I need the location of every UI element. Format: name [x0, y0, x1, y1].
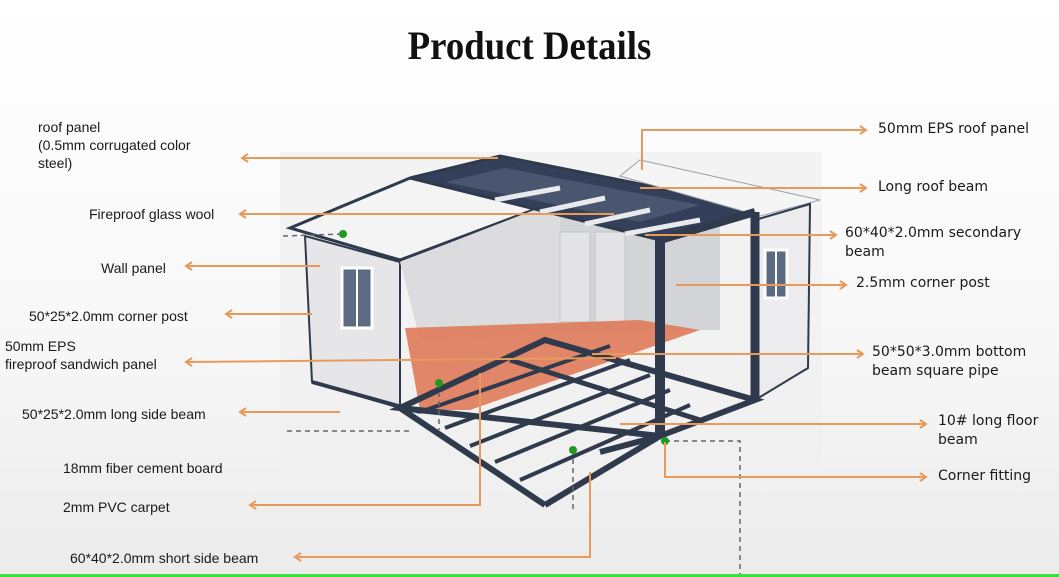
label-eps-roof-panel: 50mm EPS roof panel	[878, 121, 1029, 137]
label-long-roof-beam: Long roof beam	[878, 179, 989, 195]
label-short-side-beam: 60*40*2.0mm short side beam	[70, 550, 259, 566]
label-line: (0.5mm corrugated color	[38, 137, 191, 153]
label-line: 60*40*2.0mm secondary	[845, 225, 1022, 241]
page-title: Product Details	[407, 23, 652, 68]
label-fireproof-glass-wool: Fireproof glass wool	[89, 206, 215, 222]
label-line: 50mm EPS	[5, 338, 76, 354]
label-eps-sandwich-panel: 50mm EPS fireproof sandwich panel	[5, 337, 157, 373]
label-line: 10# long floor	[938, 413, 1039, 429]
label-bottom-beam: 50*50*3.0mm bottom beam square pipe	[872, 343, 1026, 381]
label-fiber-cement-board: 18mm fiber cement board	[63, 460, 223, 476]
label-corner-post-left: 50*25*2.0mm corner post	[29, 308, 188, 324]
label-line: beam	[938, 432, 978, 448]
label-line: fireproof sandwich panel	[5, 356, 157, 372]
label-secondary-beam: 60*40*2.0mm secondary beam	[845, 224, 1021, 262]
label-pvc-carpet: 2mm PVC carpet	[63, 499, 170, 515]
label-line: steel)	[38, 155, 73, 171]
label-roof-panel: roof panel (0.5mm corrugated color steel…	[38, 118, 191, 172]
label-long-floor-beam: 10# long floor beam	[938, 412, 1038, 450]
label-line: beam square pipe	[872, 363, 999, 379]
label-wall-panel: Wall panel	[101, 260, 166, 276]
label-line: roof panel	[38, 119, 101, 135]
label-line: 50*50*3.0mm bottom	[872, 344, 1027, 360]
label-corner-fitting: Corner fitting	[938, 468, 1031, 484]
label-line: beam	[845, 244, 885, 260]
label-long-side-beam: 50*25*2.0mm long side beam	[22, 406, 206, 422]
bottom-accent-bar	[0, 574, 1059, 577]
label-corner-post-right: 2.5mm corner post	[856, 275, 990, 291]
